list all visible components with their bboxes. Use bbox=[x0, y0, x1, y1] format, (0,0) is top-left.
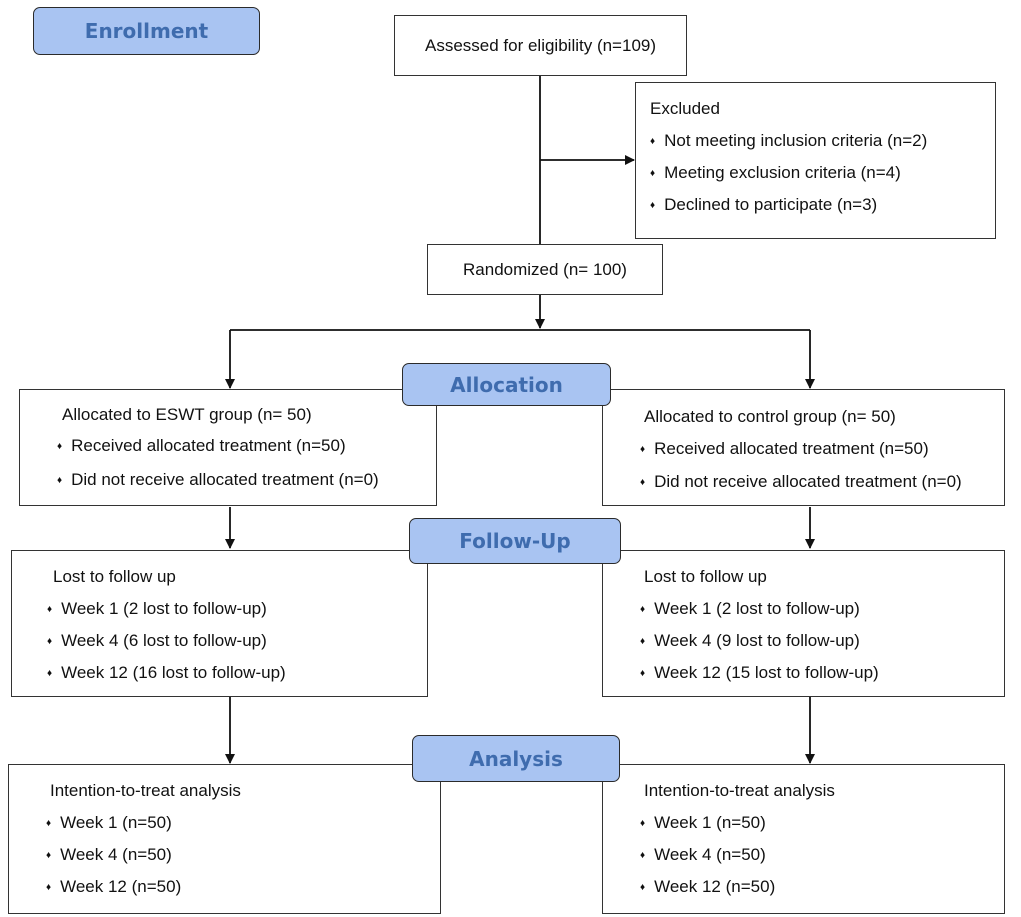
control-allocation-item: ♦ Did not receive allocated treatment (n=… bbox=[640, 472, 962, 492]
bullet-icon: ♦ bbox=[640, 636, 646, 647]
excluded-item: ♦ Declined to participate (n=3) bbox=[650, 195, 877, 215]
excluded-item-label: Not meeting inclusion criteria (n=2) bbox=[664, 131, 928, 150]
eswt-analysis-item-label: Week 1 (n=50) bbox=[60, 813, 172, 832]
eswt-allocation-item: ♦ Received allocated treatment (n=50) bbox=[57, 436, 346, 456]
bullet-icon: ♦ bbox=[47, 604, 53, 615]
eswt-analysis-item: ♦ Week 12 (n=50) bbox=[46, 877, 181, 897]
stage-analysis-label: Analysis bbox=[469, 746, 563, 771]
eswt-analysis-item-label: Week 12 (n=50) bbox=[60, 877, 182, 896]
eswt-allocation-item-label: Received allocated treatment (n=50) bbox=[71, 436, 346, 455]
control-analysis-item: ♦ Week 12 (n=50) bbox=[640, 877, 775, 897]
control-analysis-title: Intention-to-treat analysis bbox=[644, 781, 835, 800]
assessed-text: Assessed for eligibility (n=109) bbox=[424, 35, 657, 55]
excluded-item: ♦ Not meeting inclusion criteria (n=2) bbox=[650, 131, 927, 151]
control-allocation-title: Allocated to control group (n= 50) bbox=[644, 407, 896, 426]
eswt-analysis-item-label: Week 4 (n=50) bbox=[60, 845, 172, 864]
bullet-icon: ♦ bbox=[57, 475, 63, 486]
control-analysis-item-label: Week 4 (n=50) bbox=[654, 845, 766, 864]
bullet-icon: ♦ bbox=[640, 444, 646, 455]
control-followup-item-label: Week 1 (2 lost to follow-up) bbox=[654, 599, 860, 618]
eswt-followup-item-label: Week 12 (16 lost to follow-up) bbox=[61, 663, 286, 682]
eswt-followup-item: ♦ Week 12 (16 lost to follow-up) bbox=[47, 663, 286, 683]
bullet-icon: ♦ bbox=[46, 818, 52, 829]
stage-allocation-label: Allocation bbox=[450, 372, 563, 397]
eswt-allocation-item: ♦ Did not receive allocated treatment (n=… bbox=[57, 470, 379, 490]
stage-follow-up: Follow-Up bbox=[409, 518, 621, 564]
control-followup-item: ♦ Week 1 (2 lost to follow-up) bbox=[640, 599, 860, 619]
bullet-icon: ♦ bbox=[640, 668, 646, 679]
stage-enrollment: Enrollment bbox=[33, 7, 260, 55]
control-allocation-item: ♦ Received allocated treatment (n=50) bbox=[640, 439, 929, 459]
bullet-icon: ♦ bbox=[47, 668, 53, 679]
eswt-followup-item: ♦ Week 1 (2 lost to follow-up) bbox=[47, 599, 267, 619]
eswt-allocation-box: Allocated to ESWT group (n= 50) ♦ Receive… bbox=[19, 389, 437, 506]
control-analysis-item: ♦ Week 4 (n=50) bbox=[640, 845, 766, 865]
bullet-icon: ♦ bbox=[650, 136, 656, 147]
bullet-icon: ♦ bbox=[640, 604, 646, 615]
eswt-followup-item-label: Week 4 (6 lost to follow-up) bbox=[61, 631, 267, 650]
control-allocation-box: Allocated to control group (n= 50) ♦ Rece… bbox=[602, 389, 1005, 506]
control-followup-item: ♦ Week 12 (15 lost to follow-up) bbox=[640, 663, 879, 683]
bullet-icon: ♦ bbox=[640, 818, 646, 829]
control-followup-title: Lost to follow up bbox=[644, 567, 767, 586]
eswt-analysis-item: ♦ Week 1 (n=50) bbox=[46, 813, 172, 833]
eswt-followup-box: Lost to follow up ♦ Week 1 (2 lost to fol… bbox=[11, 550, 428, 697]
bullet-icon: ♦ bbox=[650, 200, 656, 211]
control-followup-item-label: Week 12 (15 lost to follow-up) bbox=[654, 663, 879, 682]
control-analysis-item: ♦ Week 1 (n=50) bbox=[640, 813, 766, 833]
eswt-allocation-item-label: Did not receive allocated treatment (n=0… bbox=[71, 470, 379, 489]
control-allocation-item-label: Did not receive allocated treatment (n=0… bbox=[654, 472, 962, 491]
excluded-item-label: Declined to participate (n=3) bbox=[664, 195, 878, 214]
stage-follow-up-label: Follow-Up bbox=[459, 529, 571, 553]
bullet-icon: ♦ bbox=[640, 882, 646, 893]
eswt-followup-title: Lost to follow up bbox=[53, 567, 176, 586]
eswt-followup-item: ♦ Week 4 (6 lost to follow-up) bbox=[47, 631, 267, 651]
bullet-icon: ♦ bbox=[47, 636, 53, 647]
stage-enrollment-label: Enrollment bbox=[84, 19, 209, 43]
control-analysis-item-label: Week 1 (n=50) bbox=[654, 813, 766, 832]
excluded-item-label: Meeting exclusion criteria (n=4) bbox=[664, 163, 901, 182]
bullet-icon: ♦ bbox=[46, 850, 52, 861]
excluded-item: ♦ Meeting exclusion criteria (n=4) bbox=[650, 163, 901, 183]
assessed-box: Assessed for eligibility (n=109) bbox=[394, 15, 687, 76]
bullet-icon: ♦ bbox=[57, 441, 63, 452]
bullet-icon: ♦ bbox=[46, 882, 52, 893]
bullet-icon: ♦ bbox=[640, 477, 646, 488]
stage-analysis: Analysis bbox=[412, 735, 620, 782]
stage-allocation: Allocation bbox=[402, 363, 611, 406]
control-followup-item: ♦ Week 4 (9 lost to follow-up) bbox=[640, 631, 860, 651]
eswt-analysis-box: Intention-to-treat analysis ♦ Week 1 (n=5… bbox=[8, 764, 441, 914]
bullet-icon: ♦ bbox=[650, 168, 656, 179]
control-analysis-box: Intention-to-treat analysis ♦ Week 1 (n=5… bbox=[602, 764, 1005, 914]
eswt-analysis-title: Intention-to-treat analysis bbox=[50, 781, 241, 800]
randomized-text: Randomized (n= 100) bbox=[463, 259, 627, 279]
eswt-followup-item-label: Week 1 (2 lost to follow-up) bbox=[61, 599, 267, 618]
randomized-box: Randomized (n= 100) bbox=[427, 244, 663, 295]
control-followup-box: Lost to follow up ♦ Week 1 (2 lost to fol… bbox=[602, 550, 1005, 697]
eswt-analysis-item: ♦ Week 4 (n=50) bbox=[46, 845, 172, 865]
control-allocation-item-label: Received allocated treatment (n=50) bbox=[654, 439, 929, 458]
control-analysis-item-label: Week 12 (n=50) bbox=[654, 877, 776, 896]
excluded-title: Excluded bbox=[650, 99, 720, 118]
excluded-box: Excluded ♦ Not meeting inclusion criteria… bbox=[635, 82, 996, 239]
control-followup-item-label: Week 4 (9 lost to follow-up) bbox=[654, 631, 860, 650]
bullet-icon: ♦ bbox=[640, 850, 646, 861]
eswt-allocation-title: Allocated to ESWT group (n= 50) bbox=[62, 405, 312, 424]
